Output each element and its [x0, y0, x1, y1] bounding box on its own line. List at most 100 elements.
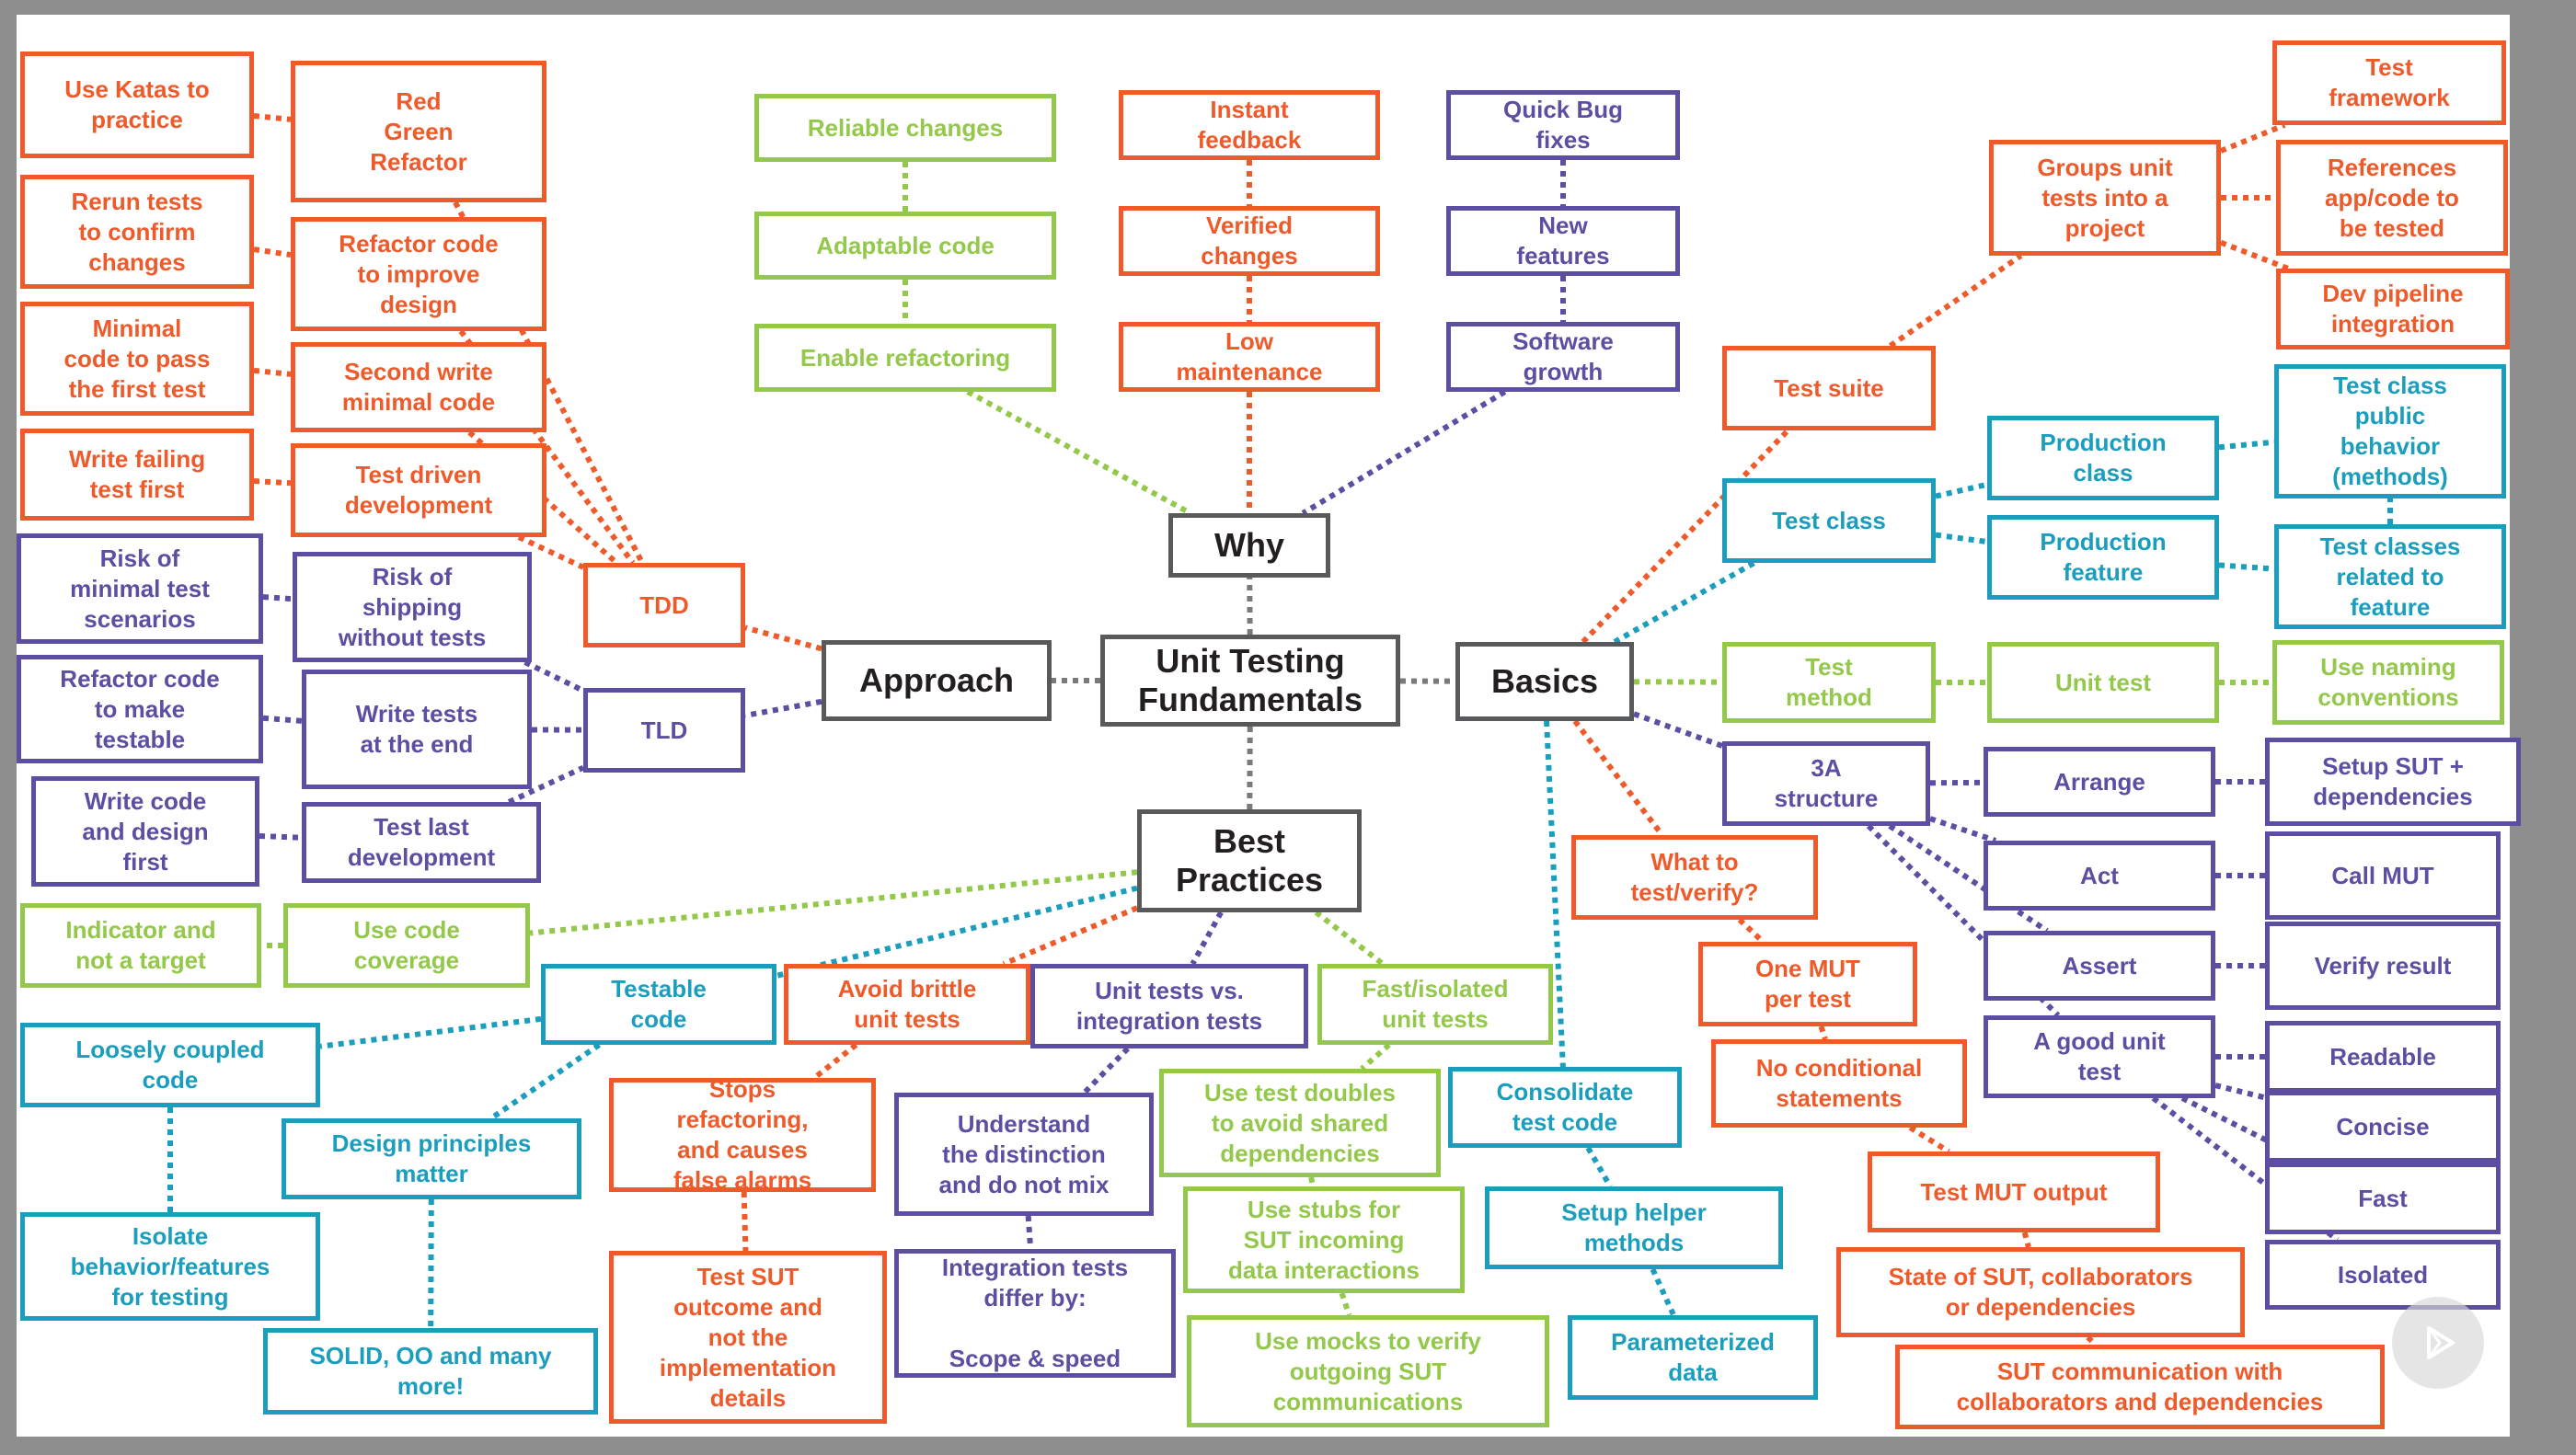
connector-whattotest-onemut [1737, 917, 1765, 945]
node-intdiffer: Integration tests differ by: Scope & spe… [894, 1249, 1176, 1378]
connector-groups-testframework [2219, 122, 2286, 154]
node-testable: Testable code [541, 964, 776, 1045]
node-secondwrite: Second write minimal code [291, 342, 546, 432]
connector-basics-testclass [1613, 560, 1756, 645]
connector-bestpractices-brittle [1002, 905, 1139, 967]
connector-basics-threea [1632, 711, 1724, 749]
node-tld: TLD [583, 688, 745, 773]
node-onemut: One MUT per test [1698, 942, 1917, 1026]
connector-goodunit-concise [2214, 1083, 2266, 1101]
connector-unitvsint-understand [1082, 1046, 1130, 1095]
node-katas: Use Katas to practice [20, 52, 254, 158]
node-indicator: Indicator and not a target [20, 903, 261, 988]
node-prodclass: Production class [1987, 416, 2219, 500]
node-why: Why [1168, 513, 1330, 578]
node-verifyresult: Verify result [2265, 922, 2501, 1010]
node-minimalcode: Minimal code to pass the first test [20, 302, 254, 416]
connector-testmutoutput-stateofsut [2021, 1232, 2031, 1248]
node-basics: Basics [1455, 642, 1634, 721]
node-refactorimprove: Refactor code to improve design [291, 217, 546, 331]
node-instant: Instant feedback [1119, 90, 1380, 160]
node-concise: Concise [2265, 1091, 2501, 1163]
node-swgrowth: Software growth [1446, 322, 1680, 392]
node-devpipeline: Dev pipeline integration [2276, 269, 2510, 349]
node-verified: Verified changes [1119, 206, 1380, 276]
node-isolated: Isolated [2265, 1240, 2501, 1310]
connector-testable-looselycoupled [319, 1015, 542, 1049]
connector-approach-tdd [744, 624, 822, 652]
node-testlast: Test last development [302, 802, 541, 883]
connector-noconditional-testmutoutput [1908, 1125, 1950, 1154]
node-setupsut: Setup SUT + dependencies [2265, 738, 2521, 826]
node-readable: Readable [2265, 1021, 2501, 1093]
connector-swgrowth-why [1301, 389, 1507, 516]
node-brittle: Avoid brittle unit tests [784, 964, 1030, 1045]
connector-basics-whattotest [1572, 719, 1665, 837]
connector-bestpractices-coverage [529, 869, 1138, 936]
node-quickbug: Quick Bug fixes [1446, 90, 1680, 160]
connector-testclass-prodclass [1935, 481, 1988, 499]
node-refactortestable: Refactor code to make testable [17, 655, 263, 763]
node-tdd: TDD [583, 563, 745, 647]
connector-testlast-tld [507, 764, 585, 805]
connector-refactortestable-writeatend [262, 715, 303, 724]
node-arrange: Arrange [1984, 747, 2215, 817]
connector-goodunit-fast [2180, 1095, 2313, 1165]
node-testmutoutput: Test MUT output [1868, 1151, 2160, 1232]
node-lowmaint: Low maintenance [1119, 322, 1380, 392]
connector-writedesign-testlast [259, 832, 303, 841]
connector-brittle-stopsrefactor [812, 1042, 858, 1081]
node-newfeat: New features [1446, 206, 1680, 276]
node-riskshipping: Risk of shipping without tests [293, 552, 532, 662]
connector-prodclass-testclasspublic [2218, 439, 2275, 451]
node-writedesign: Write code and design first [31, 776, 259, 887]
connector-tdddef-tdd [517, 534, 585, 570]
node-reliable: Reliable changes [754, 94, 1056, 162]
node-writeatend: Write tests at the end [302, 670, 532, 789]
node-naming: Use naming conventions [2272, 640, 2504, 725]
node-sutcomm: SUT communication with collaborators and… [1895, 1345, 2385, 1429]
node-threea: 3A structure [1722, 741, 1930, 826]
connector-stateofsut-sutcomm [2086, 1335, 2098, 1347]
connector-fastisolated-doubles [1360, 1042, 1391, 1071]
connector-threea-assert [1888, 823, 2049, 934]
node-testclassesrelated: Test classes related to feature [2274, 524, 2506, 629]
play-button[interactable] [2392, 1297, 2484, 1389]
connector-bestpractices-fastisolated [1314, 910, 1385, 967]
node-unittest: Unit test [1987, 642, 2219, 723]
connector-groups-devpipeline [2219, 239, 2290, 271]
node-solid: SOLID, OO and many more! [263, 1328, 598, 1415]
connector-onemut-noconditional [1818, 1025, 1828, 1040]
node-assert: Assert [1984, 931, 2215, 1001]
connector-bestpractices-unitvsint [1190, 911, 1224, 966]
connector-consolidate-setuphelper [1585, 1146, 1613, 1188]
node-stubs: Use stubs for SUT incoming data interact… [1183, 1186, 1465, 1293]
node-testframework: Test framework [2272, 40, 2506, 125]
connector-katas-rgr [253, 113, 292, 122]
node-approach: Approach [822, 640, 1052, 721]
connector-understand-intdiffer [1025, 1215, 1034, 1250]
node-bestpractices: Best Practices [1137, 809, 1362, 912]
node-testsuite: Test suite [1722, 346, 1936, 430]
connector-testclass-prodfeature [1935, 532, 1988, 545]
node-mocks: Use mocks to verify outgoing SUT communi… [1187, 1315, 1549, 1427]
connector-bestpractices-testable [776, 885, 1138, 979]
node-writefailing: Write failing test first [20, 429, 254, 521]
connector-enablerefactor-why [966, 389, 1192, 516]
node-whattotest: What to test/verify? [1571, 835, 1818, 920]
node-stateofsut: State of SUT, collaborators or dependenc… [1836, 1247, 2245, 1337]
node-understand: Understand the distinction and do not mi… [894, 1093, 1154, 1216]
node-unitvsint: Unit tests vs. integration tests [1030, 964, 1308, 1048]
connector-approach-tld [744, 698, 822, 718]
node-root: Unit Testing Fundamentals [1100, 635, 1400, 727]
node-isolatebehavior: Isolate behavior/features for testing [20, 1212, 320, 1321]
connector-testable-designprinciples [489, 1042, 601, 1121]
connector-setuphelper-parameterized [1650, 1267, 1676, 1317]
node-goodunit: A good unit test [1984, 1015, 2215, 1098]
connector-writefailing-tdddef [253, 478, 292, 487]
node-rgr: Red Green Refactor [291, 61, 546, 202]
connector-rerun-refactorimprove [253, 246, 292, 258]
node-fastisolated: Fast/isolated unit tests [1317, 964, 1553, 1045]
node-fast: Fast [2265, 1163, 2501, 1234]
node-parameterized: Parameterized data [1568, 1315, 1818, 1400]
